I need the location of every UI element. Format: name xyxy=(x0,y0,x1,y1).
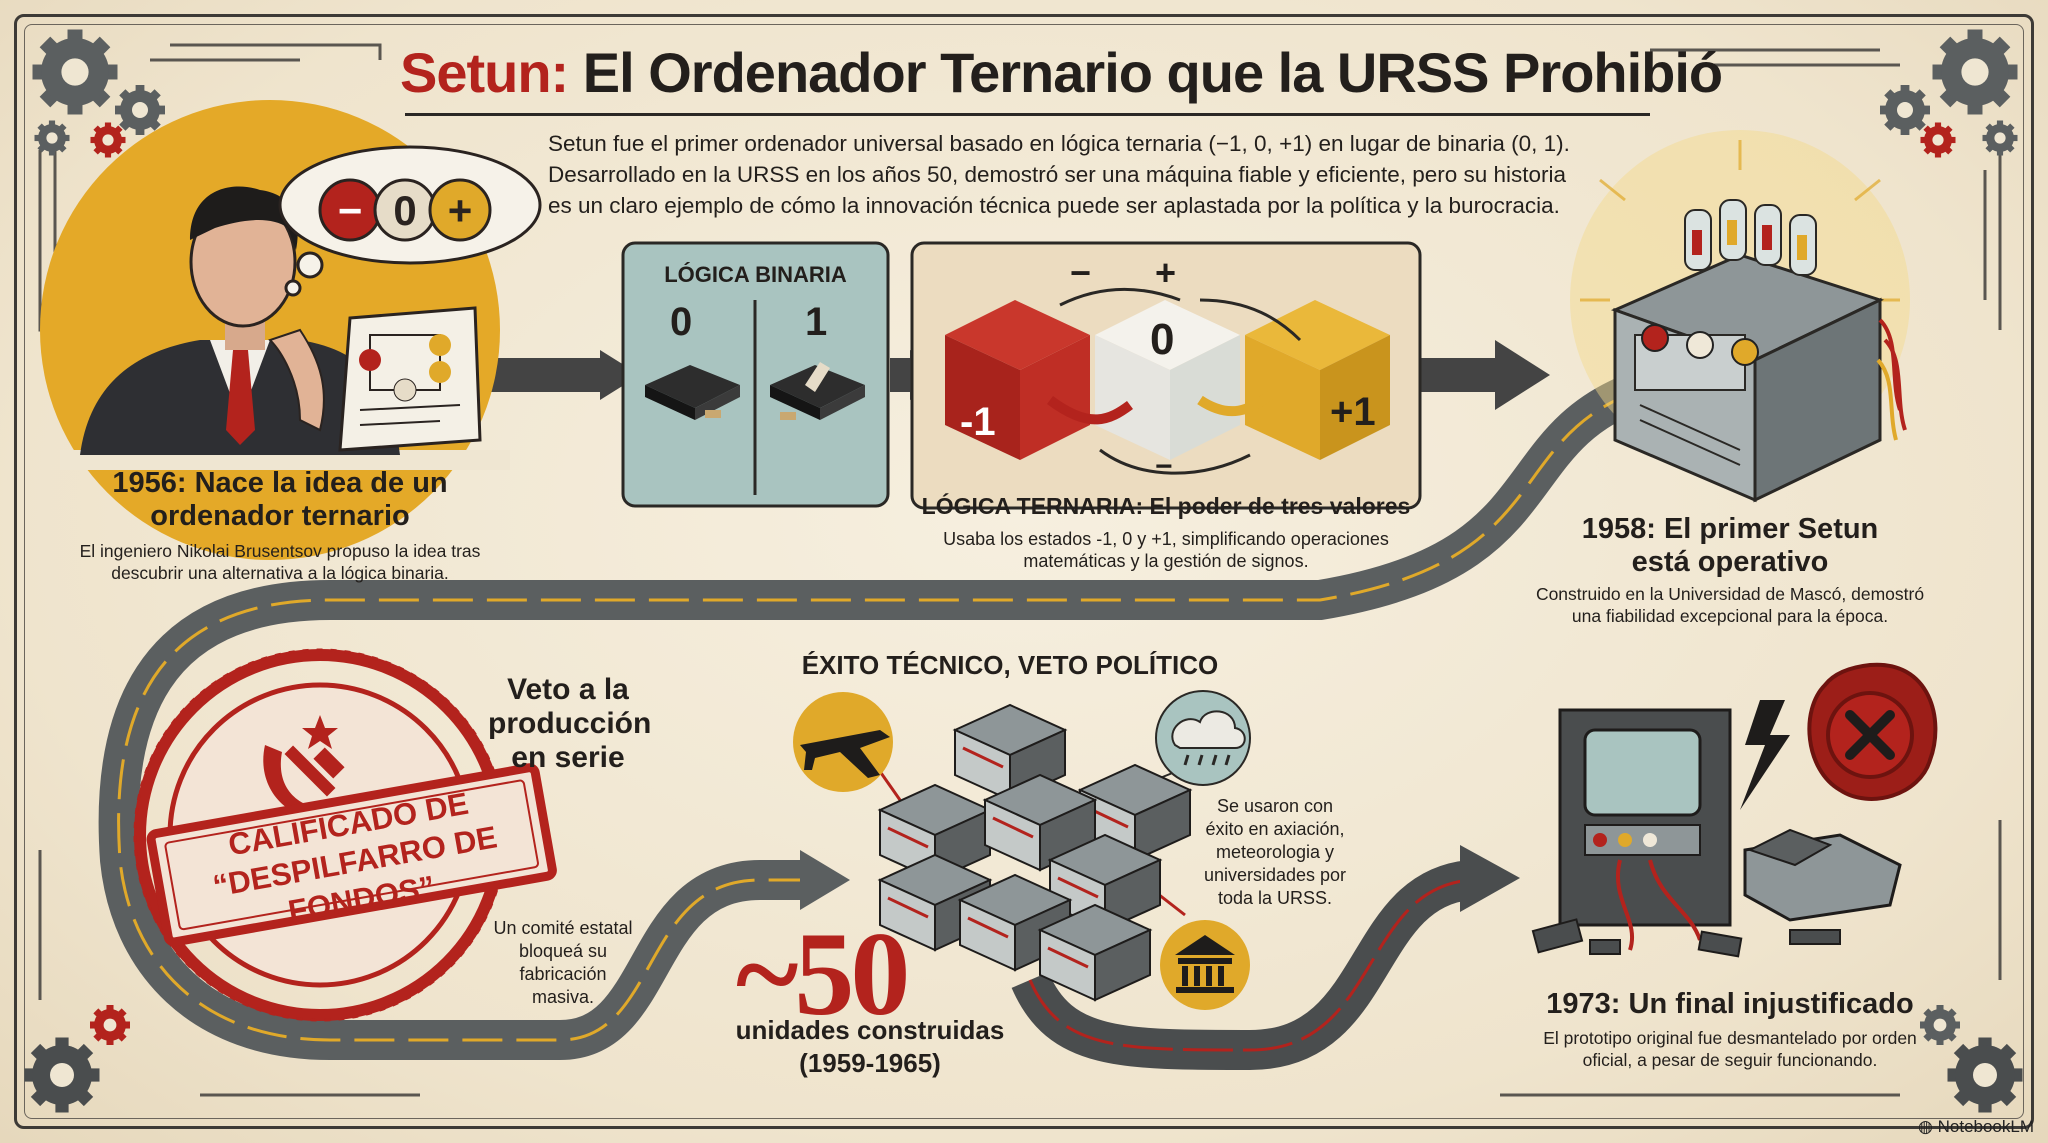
binary-panel-label: LÓGICA BINARIA xyxy=(664,262,847,287)
gear-icon xyxy=(90,122,126,158)
cube-neg-label: -1 xyxy=(960,400,996,444)
title-underline xyxy=(405,113,1650,116)
veto-title: Veto a la producción en serie xyxy=(488,673,652,774)
ternary-panel-label: LÓGICA TERNARIA: El poder de tres valore… xyxy=(921,493,1411,519)
cube-pos-label: +1 xyxy=(1330,390,1376,434)
milestone-1973-desc: El prototipo original fue desmantelado p… xyxy=(1543,1028,1917,1070)
units-years: (1959-1965) xyxy=(799,1048,941,1078)
success-uses: Se usaron con éxito en axiación, meteoro… xyxy=(1203,796,1347,908)
circuit-traces xyxy=(38,43,2002,1097)
gear-icon xyxy=(115,85,165,135)
gear-icons xyxy=(24,29,2023,1113)
ternary-sym-plus: + xyxy=(1155,252,1177,293)
cube-pos-one xyxy=(1245,300,1390,460)
units-count: ~50 xyxy=(736,907,910,1040)
gear-icon xyxy=(24,1037,100,1113)
wax-seal-x-icon xyxy=(1807,662,1938,801)
hammer-sickle-icon xyxy=(263,715,345,821)
ternary-panel-desc: Usaba los estados -1, 0 y +1, simplifica… xyxy=(943,529,1389,571)
lightning-icon xyxy=(1740,700,1790,810)
milestone-1958-desc: Construido en la Universidad de Mascó, d… xyxy=(1535,584,1925,626)
milestone-1973-title: 1973: Un final injustificado xyxy=(1546,988,1914,1020)
intro-paragraph: Setun fue el primer ordenador universal … xyxy=(548,131,1570,218)
title-accent: Setun: xyxy=(400,41,569,104)
gear-icon xyxy=(34,120,70,156)
gear-icon xyxy=(32,29,118,115)
computer-unit-icon xyxy=(952,703,1068,802)
binary-zero: 0 xyxy=(670,300,693,344)
computer-unit-icon xyxy=(1037,903,1153,1002)
watermark: ◍ NotebookLM xyxy=(1918,1117,2034,1137)
gear-icon xyxy=(1982,120,2018,156)
title-rest: El Ordenador Ternario que la URSS Prohib… xyxy=(568,41,1723,104)
watermark-text: NotebookLM xyxy=(1937,1117,2034,1136)
units-label: unidades construidas xyxy=(735,1015,1005,1045)
outer-frame xyxy=(14,14,2034,1129)
computer-unit-icon xyxy=(877,783,993,882)
bubble-plus: + xyxy=(448,187,473,234)
inner-frame xyxy=(24,24,2024,1119)
bubble-zero: 0 xyxy=(393,187,416,234)
binary-one: 1 xyxy=(805,300,828,344)
gear-icon xyxy=(1920,122,1956,158)
cube-zero xyxy=(1095,300,1240,460)
vacuum-tubes-icon xyxy=(1684,199,1817,276)
notebooklm-logo-icon: ◍ xyxy=(1918,1117,1938,1136)
ternary-sym-minus-bottom: − xyxy=(1155,450,1173,483)
milestone-1956-desc: El ingeniero Nikolai Brusentsov propuso … xyxy=(79,541,481,583)
switch-off-icon xyxy=(645,365,740,420)
bubble-minus: − xyxy=(338,187,363,234)
timeline-road xyxy=(98,340,1660,1071)
gear-icon xyxy=(1947,1037,2023,1113)
veto-desc: Un comité estatal bloqueá su fabricación… xyxy=(493,918,633,1007)
gear-icon xyxy=(90,1005,130,1045)
university-icon xyxy=(1160,920,1250,1010)
computer-unit-icon xyxy=(982,773,1098,872)
gear-icon xyxy=(1920,1005,1960,1045)
airplane-icon xyxy=(793,692,893,792)
cloud-rain-icon xyxy=(1155,690,1251,786)
milestone-1956-title: 1956: Nace la idea de un ordenador terna… xyxy=(112,467,448,532)
switch-on-icon xyxy=(770,362,865,420)
ternary-sym-minus: − xyxy=(1070,252,1092,293)
milestone-1958-title: 1958: El primer Setun está operativo xyxy=(1581,513,1879,578)
gear-icon xyxy=(1932,29,2018,115)
cube-zero-label: 0 xyxy=(1150,315,1175,364)
success-title: ÉXITO TÉCNICO, VETO POLÍTICO xyxy=(801,650,1219,680)
page-title: Setun: El Ordenador Ternario que la URSS… xyxy=(400,40,1723,105)
gear-icon xyxy=(1880,85,1930,135)
computer-units xyxy=(877,703,1193,1002)
